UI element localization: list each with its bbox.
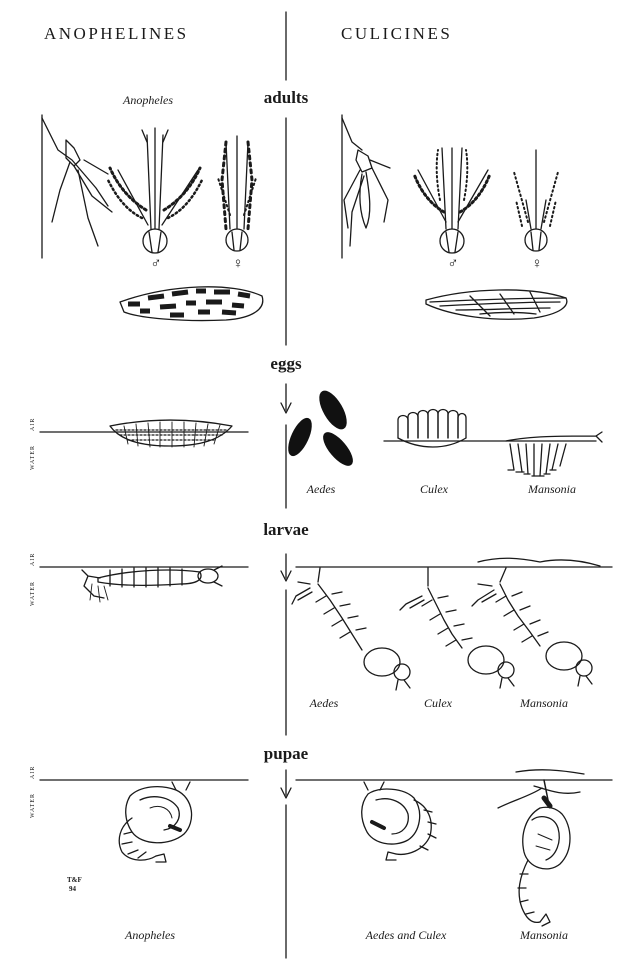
anophelines-header: ANOPHELINES bbox=[44, 24, 189, 44]
larvae-mansonia-label: Mansonia bbox=[520, 696, 568, 711]
stage-adults-label: adults bbox=[264, 88, 308, 108]
anopheles-pupa bbox=[119, 782, 191, 862]
anopheles-male-symbol: ♂ bbox=[150, 256, 161, 273]
anopheles-female-symbol: ♀ bbox=[232, 256, 243, 273]
eggs-aedes-label: Aedes bbox=[307, 482, 336, 497]
artist-signature-line1: T&F bbox=[67, 876, 82, 884]
eggs-culex-label: Culex bbox=[420, 482, 448, 497]
anopheles-male-head bbox=[108, 128, 202, 253]
culicine-female-head bbox=[514, 150, 558, 251]
culicine-resting-adult bbox=[342, 115, 390, 258]
culicine-female-symbol: ♀ bbox=[531, 256, 542, 273]
culex-larva bbox=[400, 568, 514, 688]
mansonia-larva bbox=[472, 558, 600, 686]
anopheles-adult-label: Anopheles bbox=[123, 93, 173, 108]
larvae-arrow bbox=[281, 554, 291, 581]
eggs-arrow bbox=[281, 384, 291, 413]
stage-pupae-label: pupae bbox=[264, 744, 308, 764]
stage-eggs-label: eggs bbox=[270, 354, 301, 374]
anopheles-female-head bbox=[218, 136, 256, 251]
anopheles-larva bbox=[82, 566, 222, 602]
culicine-male-head bbox=[414, 148, 490, 253]
anopheles-spotted-wing bbox=[120, 287, 263, 321]
aedes-eggs bbox=[284, 387, 357, 469]
eggs-water-marker: WATER bbox=[30, 445, 36, 470]
pupae-air-marker: AIR bbox=[30, 766, 36, 779]
eggs-air-marker: AIR bbox=[30, 418, 36, 431]
artist-signature-line2: 94 bbox=[69, 885, 76, 893]
culicine-male-symbol: ♂ bbox=[447, 256, 458, 273]
culicines-header: CULICINES bbox=[341, 24, 452, 44]
mansonia-pupa bbox=[498, 770, 584, 926]
stage-larvae-label: larvae bbox=[263, 520, 308, 540]
anopheles-resting-adult bbox=[42, 115, 112, 258]
pupae-mansonia-label: Mansonia bbox=[520, 928, 568, 943]
culicine-plain-wing bbox=[426, 290, 567, 319]
pupae-aedes-culex-label: Aedes and Culex bbox=[366, 928, 447, 943]
larvae-culex-label: Culex bbox=[424, 696, 452, 711]
aedes-larva bbox=[292, 568, 410, 690]
aedes-culex-pupa bbox=[362, 782, 436, 860]
larvae-water-marker: WATER bbox=[30, 581, 36, 606]
eggs-mansonia-label: Mansonia bbox=[528, 482, 576, 497]
anopheles-egg-raft bbox=[110, 420, 232, 447]
larvae-aedes-label: Aedes bbox=[310, 696, 339, 711]
mansonia-eggs bbox=[506, 432, 602, 476]
pupae-anopheles-label: Anopheles bbox=[125, 928, 175, 943]
pupae-arrow bbox=[281, 770, 291, 798]
larvae-air-marker: AIR bbox=[30, 553, 36, 566]
pupae-water-marker: WATER bbox=[30, 793, 36, 818]
